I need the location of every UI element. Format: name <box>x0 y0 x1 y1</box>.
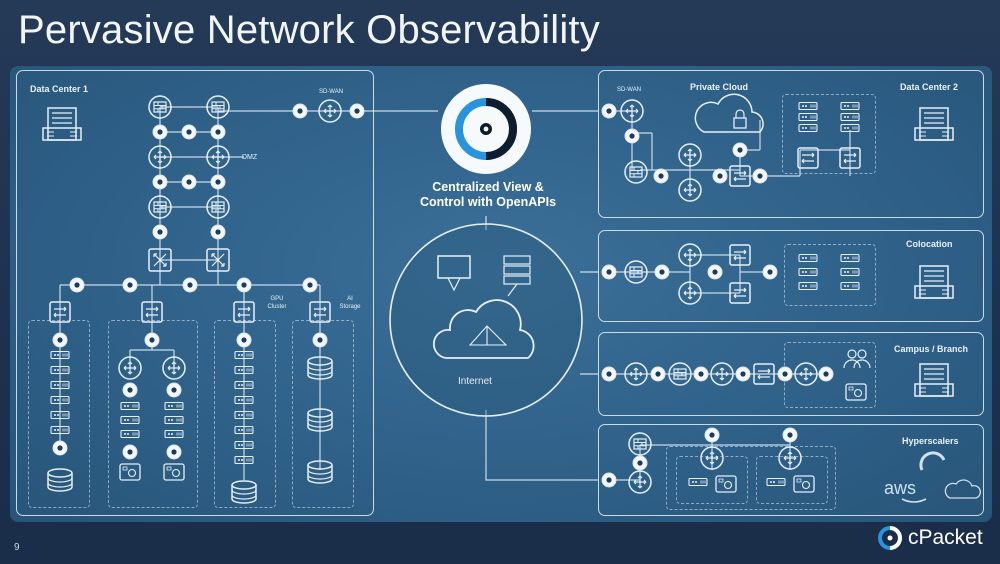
aws-logo: aws <box>884 478 917 498</box>
dc1-server-stack-2 <box>120 401 184 439</box>
compute-group-1 <box>28 320 90 508</box>
private-cloud-panel <box>598 70 984 218</box>
right-sdwan-label: SD-WAN <box>616 87 642 93</box>
hyperscalers-label: Hyperscalers <box>902 436 959 446</box>
hyperscalers-panel <box>598 424 984 516</box>
private-cloud-label: Private Cloud <box>690 82 749 92</box>
colocation-panel <box>598 230 984 322</box>
campus-branch-label: Campus / Branch <box>894 344 969 354</box>
cpacket-logo-icon <box>878 526 903 550</box>
central-title: Centralized View & Control with OpenAPIs <box>398 180 578 210</box>
brand-name: cPacket <box>908 526 983 549</box>
slide-title: Pervasive Network Observability <box>18 8 600 52</box>
gpu-label-line2: Cluster <box>267 304 287 310</box>
gpu-label-line1: GPU <box>270 296 284 302</box>
central-title-line1: Centralized View & <box>432 180 544 194</box>
private-cloud-servers-group <box>782 94 876 174</box>
ai-storage-label-line1: AI <box>347 296 353 302</box>
data-center-2-label: Data Center 2 <box>900 82 959 92</box>
hyperscaler-group-2 <box>756 456 828 504</box>
central-title-line2: Control with OpenAPIs <box>419 195 557 209</box>
dc1-sdwan-label: SD-WAN <box>318 89 344 95</box>
gpu-cluster-group <box>214 320 276 508</box>
data-center-1-panel <box>16 70 374 516</box>
internet-label: Internet <box>458 376 492 387</box>
compute-group-2 <box>108 320 198 508</box>
ai-storage-label-line2: Storage <box>339 304 361 310</box>
data-center-1-label: Data Center 1 <box>30 84 89 94</box>
campus-branch-panel <box>598 332 984 416</box>
colocation-label: Colocation <box>906 239 953 249</box>
ai-storage-group <box>292 320 354 508</box>
page-number: 9 <box>14 542 20 553</box>
cpacket-brand: cPacket <box>876 524 983 552</box>
colocation-servers-group <box>784 244 876 306</box>
hyperscalers-outer-group <box>666 446 836 510</box>
dmz-label: DMZ <box>242 154 258 161</box>
